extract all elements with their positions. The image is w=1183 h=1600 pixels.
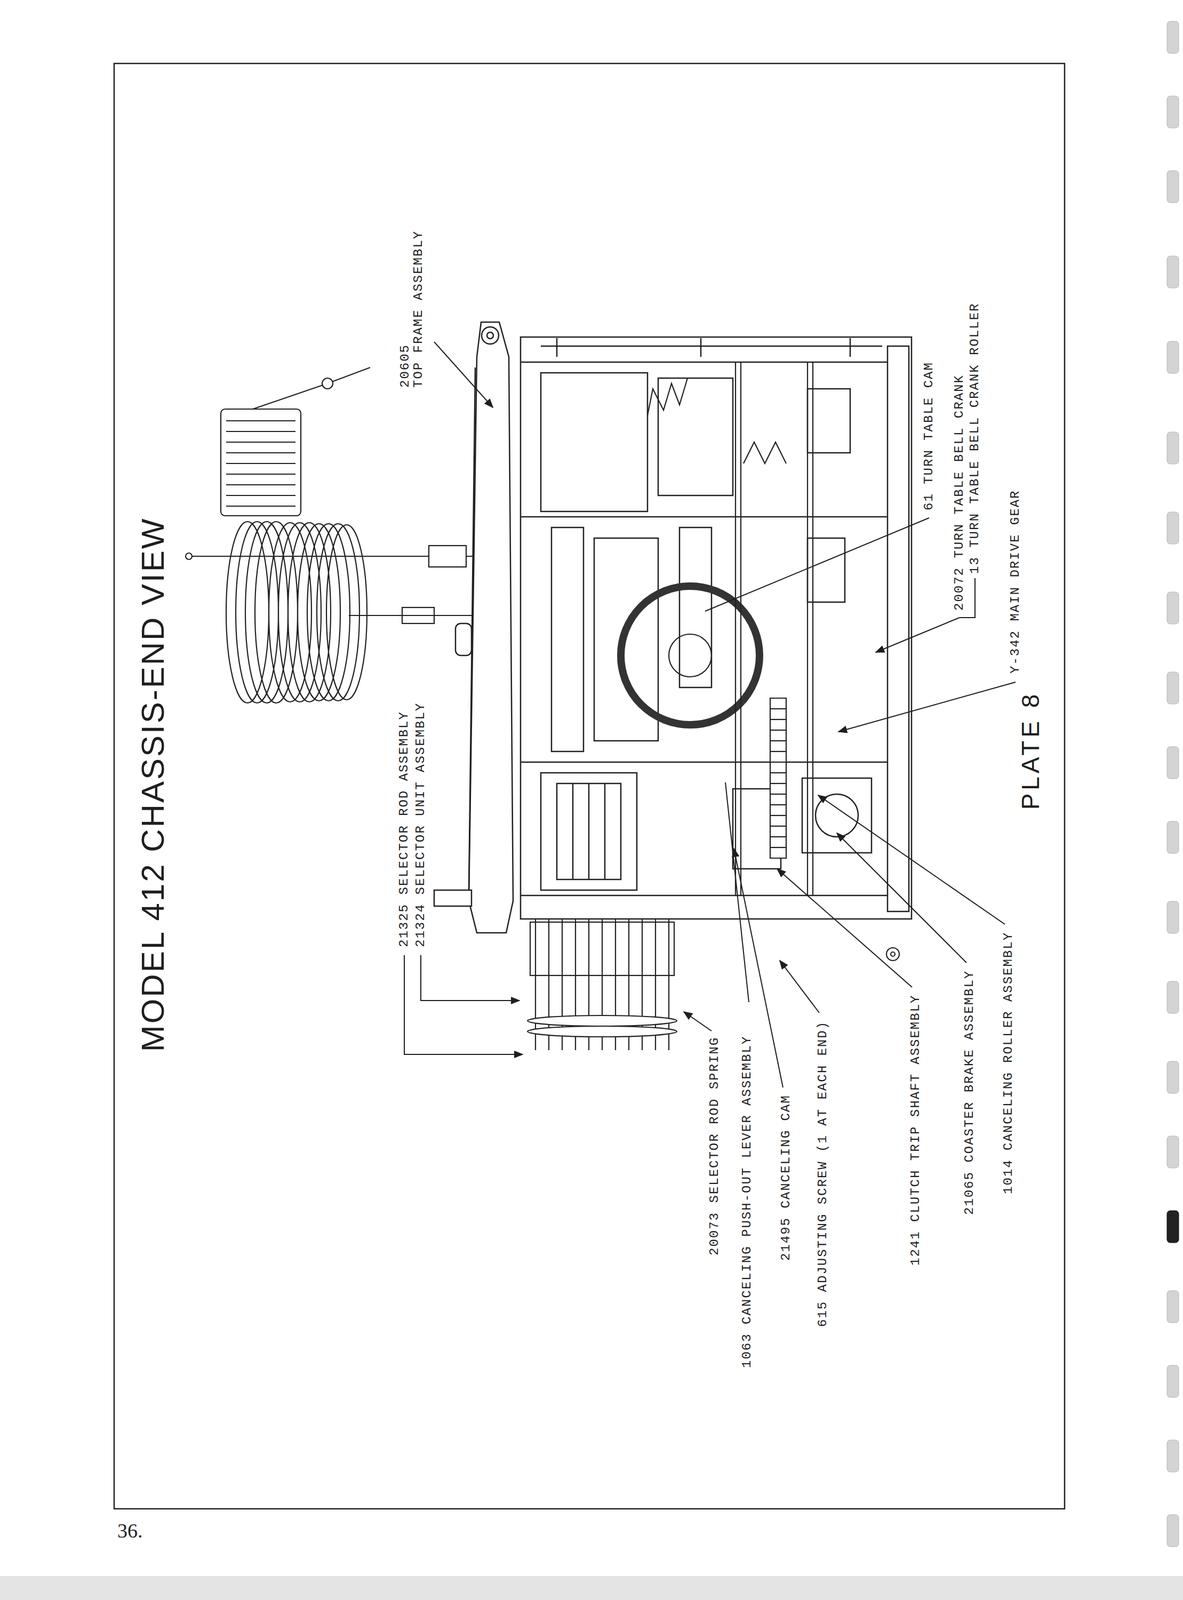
leader-lines [404, 341, 1016, 1088]
plate-border [114, 63, 1065, 1509]
drive-gear [620, 362, 900, 961]
spindle [185, 545, 483, 624]
part-callout: 61 TURN TABLE CAM [921, 361, 937, 511]
callout-number: 20605 [397, 344, 413, 388]
record-stack [226, 521, 367, 703]
chassis-frame [520, 337, 912, 919]
part-callout: 615 ADJUSTING SCREW (1 AT EACH END) [815, 1020, 831, 1328]
part-callout: 20073 SELECTOR ROD SPRING [707, 1036, 723, 1256]
part-callout: 1063 CANCELING PUSH-OUT LEVER ASSEMBLY [739, 1035, 755, 1369]
part-callout: 13 TURN TABLE BELL CRANK ROLLER [967, 302, 983, 574]
part-name: TOP FRAME ASSEMBLY [411, 230, 427, 388]
page-number: 36. [117, 1519, 143, 1543]
part-callout: 20072 TURN TABLE BELL CRANK [952, 374, 967, 611]
plate-title: MODEL 412 CHASSIS-END VIEW [134, 517, 172, 1053]
part-callout: 21065 COASTER BRAKE ASSEMBLY [962, 970, 978, 1216]
selector-drum [220, 367, 371, 516]
part-callout: 1241 CLUTCH TRIP SHAFT ASSEMBLY [908, 994, 924, 1266]
part-callout: 21325 SELECTOR ROD ASSEMBLY [396, 710, 412, 948]
part-callout: 21324 SELECTOR UNIT ASSEMBLY [413, 702, 429, 948]
part-callout: 21495 CANCELING CAM [778, 1094, 794, 1261]
part-callout: Y-342 MAIN DRIVE GEAR [1008, 490, 1023, 674]
plate-number: PLATE 8 [1015, 691, 1046, 811]
rotated-plate: MODEL 412 CHASSIS-END VIEW PLATE 8 20605TO… [114, 63, 1065, 1509]
binding-marks [1166, 21, 1179, 1547]
part-callout: 1014 CANCELING ROLLER ASSEMBLY [1001, 931, 1017, 1195]
selector-rods [527, 918, 677, 1051]
chassis-illustration [114, 63, 1065, 1509]
top-frame [434, 322, 514, 933]
scan-band [0, 1576, 1183, 1600]
